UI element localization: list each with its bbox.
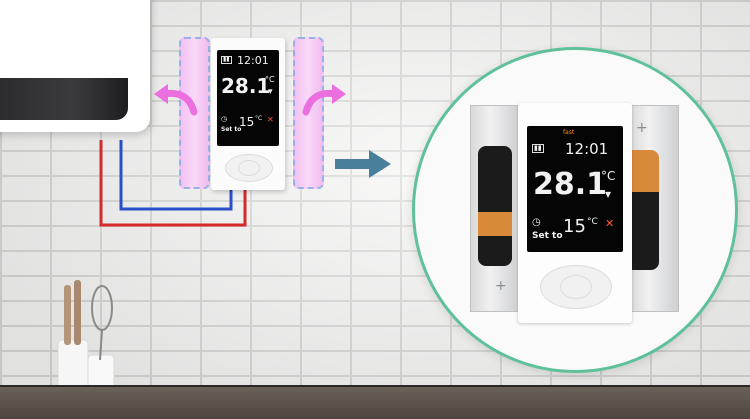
control-pad-small-center[interactable] (238, 160, 260, 176)
heat-icon: ✕ (267, 115, 274, 124)
utensil-holder (57, 280, 115, 390)
temperature-readout: 28.1 (221, 74, 271, 98)
battery-icon: ▮▮ (221, 56, 232, 64)
thermometer-icon: ▾ (268, 87, 273, 97)
temperature-unit: °C (601, 169, 616, 183)
battery-icon: ▮▮ (532, 144, 544, 153)
thermostat-small: ▮▮ 12:01 28.1 °C ▾ ◷ Set to 15 °C ✕ (211, 38, 285, 190)
arrow-right-icon (335, 150, 391, 178)
zoom-circle: + + fast ▮▮ 12:01 28.1 °C ▾ ◷ Set to 15 … (412, 47, 738, 373)
plus-icon: + (636, 120, 648, 136)
clock-icon: ◷ (221, 115, 228, 123)
battery-left (478, 146, 512, 266)
boiler-panel (0, 78, 128, 120)
thermometer-icon: ▾ (605, 187, 612, 201)
curved-arrow-icon (154, 84, 198, 116)
control-pad-large-center[interactable] (560, 275, 592, 299)
thermostat-small-screen: ▮▮ 12:01 28.1 °C ▾ ◷ Set to 15 °C ✕ (217, 50, 279, 146)
set-to-label: Set to (532, 231, 563, 241)
blue-pipe (119, 140, 233, 211)
temperature-unit: °C (265, 75, 275, 84)
status-indicator: fast (563, 129, 575, 136)
temperature-readout: 28.1 (533, 167, 608, 202)
thermostat-large: fast ▮▮ 12:01 28.1 °C ▾ ◷ Set to 15 °C ✕ (518, 103, 632, 323)
heating-pipes (99, 140, 247, 227)
set-value: 15 (563, 216, 586, 237)
clock-readout: 12:01 (237, 54, 269, 67)
battery-slot-left (179, 37, 210, 189)
countertop (0, 387, 750, 419)
set-to-label: Set to (221, 126, 242, 133)
set-unit: °C (255, 115, 263, 122)
set-unit: °C (587, 217, 598, 227)
set-value: 15 (239, 115, 255, 129)
red-pipe (99, 140, 247, 227)
clock-readout: 12:01 (565, 140, 609, 158)
thermostat-large-screen: fast ▮▮ 12:01 28.1 °C ▾ ◷ Set to 15 °C ✕ (527, 126, 623, 252)
clock-icon: ◷ (532, 217, 541, 228)
plus-icon: + (495, 278, 507, 294)
curved-arrow-icon (302, 84, 346, 116)
heat-icon: ✕ (605, 217, 615, 230)
